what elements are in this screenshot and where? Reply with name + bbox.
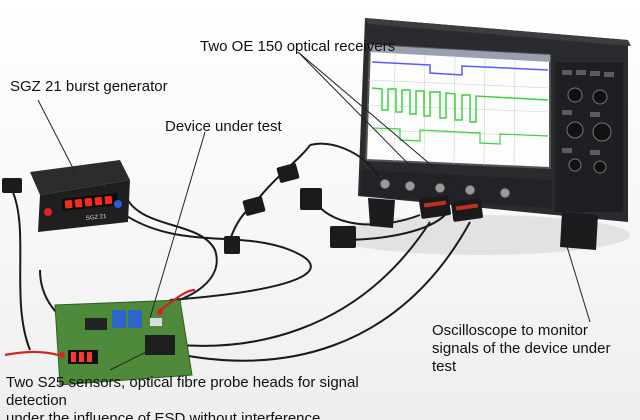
burst-generator-label: SGZ 21 burst generator (10, 78, 168, 95)
dut-connector (150, 318, 162, 326)
cable-ferrites (2, 163, 356, 254)
oscilloscope-label-line2: signals of the device under test (432, 340, 611, 375)
dut-label: Device under test (165, 118, 282, 135)
sensors-label-line1: Two S25 sensors, optical fibre probe hea… (6, 374, 359, 409)
red-clip-leads (4, 288, 196, 357)
scope-shadow (330, 215, 630, 255)
control-panel (555, 62, 623, 212)
sensors-label: Two S25 sensors, optical fibre probe hea… (6, 374, 406, 420)
generator-terminal-blue (114, 200, 122, 208)
receivers-label: Two OE 150 optical receivers (200, 38, 396, 55)
dut-relay-1 (112, 310, 126, 328)
oscilloscope-label: Oscilloscope to monitor signals of the d… (432, 322, 637, 376)
scope-foot-left (368, 198, 395, 228)
control-knobs (566, 87, 612, 174)
dut-relay-2 (128, 310, 142, 328)
dut-chip (85, 318, 107, 330)
blue-trace (371, 61, 549, 76)
s25-sensors (145, 335, 175, 355)
oscilloscope (358, 18, 631, 250)
generator-terminal-red (44, 208, 52, 216)
device-under-test-board (54, 299, 193, 386)
oscilloscope-label-line1: Oscilloscope to monitor (432, 322, 588, 339)
burst-generator: SGZ 21 (30, 160, 130, 232)
generator-digits (64, 195, 113, 209)
control-buttons (562, 70, 614, 155)
green-trace-2 (371, 127, 549, 145)
dut-display-digits (71, 352, 92, 362)
generator-model-text: SGZ 21 (86, 214, 108, 222)
optical-receivers (419, 195, 483, 222)
bnc-inputs (379, 178, 511, 199)
sensors-label-line2: under the influence of ESD without inter… (6, 410, 321, 420)
green-trace (371, 87, 549, 123)
scope-foot-right (560, 212, 598, 250)
screen-menu-bar (370, 45, 550, 62)
leader-lines (37, 51, 591, 371)
